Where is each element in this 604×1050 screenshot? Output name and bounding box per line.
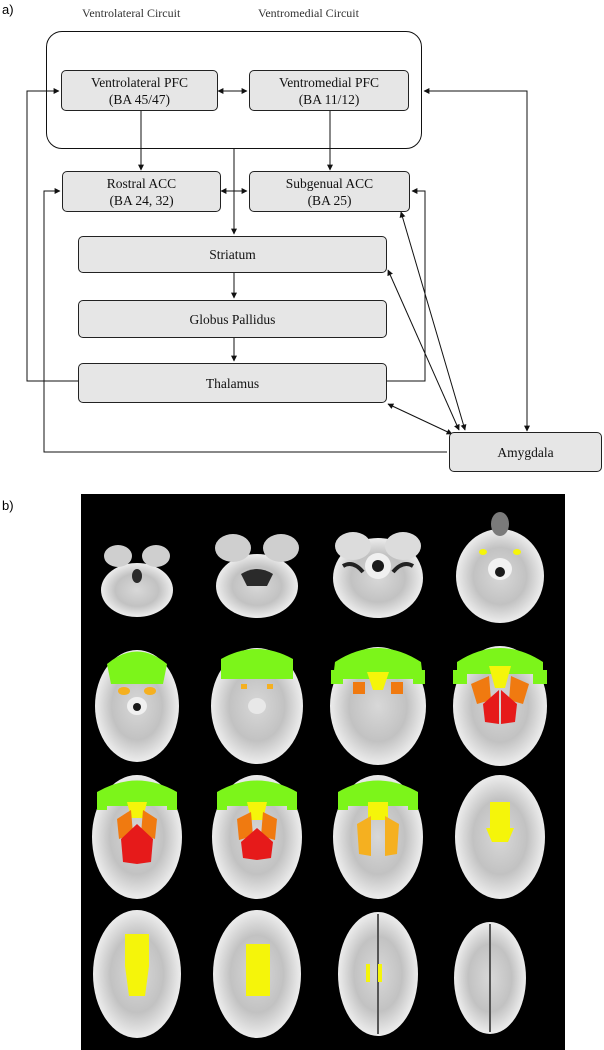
brain-slice-r3-c2 [212, 775, 302, 899]
panel-b-label: b) [2, 498, 14, 513]
brain-slice-r3-c4 [455, 775, 545, 899]
node-ventromedial-pfc-name: Ventromedial PFC [278, 74, 380, 90]
brain-slice-r2-c1 [95, 650, 179, 762]
brain-slices-panel [81, 494, 565, 1050]
brain-slice-r1-c4 [456, 512, 544, 623]
node-thalamus-name: Thalamus [205, 375, 260, 391]
node-subgenual-acc: Subgenual ACC (BA 25) [249, 171, 410, 212]
node-striatum: Striatum [78, 236, 387, 273]
brain-slice-r4-c2 [213, 910, 301, 1038]
node-ventromedial-pfc: Ventromedial PFC (BA 11/12) [249, 70, 409, 111]
node-thalamus: Thalamus [78, 363, 387, 403]
axial-slices-figure [92, 512, 547, 1038]
brain-slice-r3-c3 [333, 775, 423, 899]
node-ventrolateral-pfc: Ventrolateral PFC (BA 45/47) [61, 70, 218, 111]
brain-slice-r2-c3 [330, 647, 426, 765]
brain-slice-r4-c4 [454, 922, 526, 1034]
brain-slice-r2-c2 [211, 648, 303, 764]
node-subgenual-acc-name: Subgenual ACC [285, 175, 374, 191]
brain-slice-r3-c1 [92, 775, 182, 899]
region-marker [479, 549, 487, 555]
brain-slice-r1-c3 [333, 532, 423, 618]
ventromedial-circuit-label: Ventromedial Circuit [258, 6, 359, 20]
node-rostral-acc-name: Rostral ACC [106, 175, 177, 191]
panel-a-label: a) [2, 2, 14, 17]
node-ventromedial-pfc-ba: (BA 11/12) [298, 91, 360, 107]
node-ventrolateral-pfc-ba: (BA 45/47) [108, 91, 171, 107]
node-striatum-name: Striatum [209, 247, 256, 262]
node-amygdala: Amygdala [449, 432, 602, 472]
brain-slice-r4-c3 [338, 912, 418, 1036]
brain-slice-r4-c1 [93, 910, 181, 1038]
node-amygdala-name: Amygdala [497, 444, 554, 460]
node-globus-pallidus: Globus Pallidus [78, 300, 387, 338]
node-ventrolateral-pfc-name: Ventrolateral PFC [90, 74, 189, 90]
brain-slice-r2-c4 [453, 646, 547, 766]
node-rostral-acc: Rostral ACC (BA 24, 32) [62, 171, 221, 212]
node-globus-pallidus-name: Globus Pallidus [189, 311, 276, 327]
ventrolateral-circuit-label: Ventrolateral Circuit [82, 6, 181, 20]
brain-slice-r1-c1 [101, 545, 173, 617]
node-rostral-acc-ba: (BA 24, 32) [109, 192, 174, 208]
brain-slice-r1-c2 [215, 534, 299, 618]
region-marker [513, 549, 521, 555]
node-subgenual-acc-ba: (BA 25) [307, 192, 352, 208]
